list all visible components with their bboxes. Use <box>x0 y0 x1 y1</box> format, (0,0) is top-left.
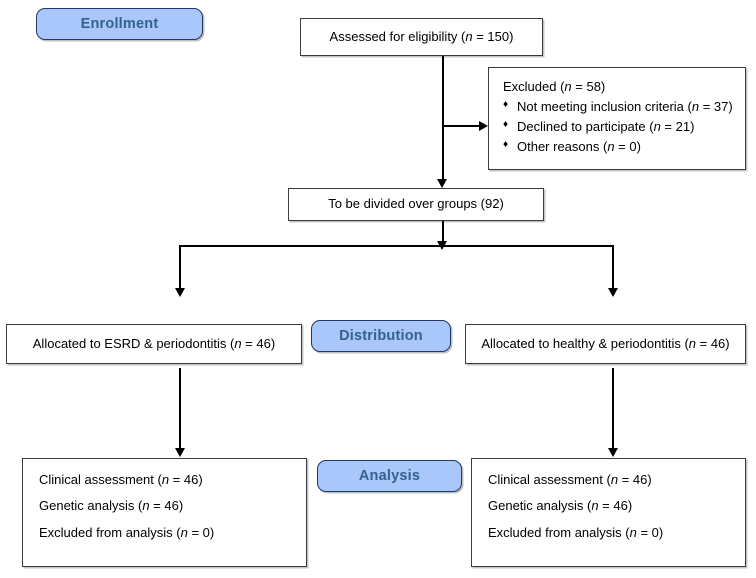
arrowhead-into-analysis-right <box>607 448 618 457</box>
connector-to-excluded <box>442 125 479 127</box>
stage-badge-enrollment[interactable]: Enrollment <box>36 8 203 40</box>
node-analysis-right: Clinical assessment (n = 46) Genetic ana… <box>471 458 746 567</box>
stage-badge-analysis-label: Analysis <box>358 468 421 484</box>
node-allocated-esrd: Allocated to ESRD & periodontitis (n = 4… <box>6 324 302 364</box>
analysis-right-line: Excluded from analysis (n = 0) <box>488 524 664 540</box>
node-assessed-for-eligibility: Assessed for eligibility (n = 150) <box>300 18 543 56</box>
node-allocated-esrd-text: Allocated to ESRD & periodontitis (n = 4… <box>32 335 276 351</box>
node-to-be-divided: To be divided over groups (92) <box>288 188 544 221</box>
node-excluded-heading: Excluded (n = 58) <box>503 79 606 94</box>
connector-assessed-to-excluded-trunk <box>442 56 444 127</box>
stage-badge-enrollment-label: Enrollment <box>80 16 159 32</box>
connector-split-left-drop <box>179 245 181 288</box>
diamond-bullet-icon: ♦ <box>503 119 509 130</box>
connector-left-allocated-to-analysis <box>179 368 181 448</box>
arrowhead-into-allocated-right <box>607 288 618 297</box>
node-excluded-reason-list: ♦Not meeting inclusion criteria (n = 37)… <box>501 99 733 155</box>
connector-divided-stem <box>442 221 444 241</box>
arrowhead-into-allocated-left <box>174 288 185 297</box>
diamond-bullet-icon: ♦ <box>503 138 509 150</box>
analysis-right-line: Clinical assessment (n = 46) <box>488 472 652 487</box>
analysis-left-line: Clinical assessment (n = 46) <box>39 472 203 487</box>
node-allocated-healthy: Allocated to healthy & periodontitis (n … <box>465 324 746 364</box>
stage-badge-distribution-label: Distribution <box>339 328 423 344</box>
list-item: ♦Other reasons (n = 0) <box>503 138 641 154</box>
diamond-bullet-icon: ♦ <box>503 99 509 111</box>
node-analysis-left: Clinical assessment (n = 46) Genetic ana… <box>22 458 307 567</box>
node-to-be-divided-text: To be divided over groups (92) <box>328 196 504 212</box>
analysis-right-line: Genetic analysis (n = 46) <box>488 498 633 514</box>
node-excluded: Excluded (n = 58) ♦Not meeting inclusion… <box>488 67 746 170</box>
node-assessed-text: Assessed for eligibility (n = 150) <box>329 28 514 44</box>
analysis-left-line: Genetic analysis (n = 46) <box>39 498 184 514</box>
analysis-left-line: Excluded from analysis (n = 0) <box>39 524 215 540</box>
stage-badge-distribution[interactable]: Distribution <box>311 320 451 352</box>
connector-assessed-to-divided-trunk <box>442 127 444 179</box>
list-item: ♦Declined to participate (n = 21) <box>503 119 695 134</box>
list-item: ♦Not meeting inclusion criteria (n = 37) <box>503 99 733 115</box>
stage-badge-analysis[interactable]: Analysis <box>317 460 462 492</box>
arrowhead-into-divided <box>437 179 447 188</box>
arrowhead-into-analysis-left <box>174 448 185 457</box>
connector-split-horizontal <box>180 245 614 247</box>
arrowhead-into-excluded <box>479 120 488 131</box>
connector-split-right-drop <box>612 245 614 288</box>
node-allocated-healthy-text: Allocated to healthy & periodontitis (n … <box>481 335 730 351</box>
connector-right-allocated-to-analysis <box>612 368 614 448</box>
